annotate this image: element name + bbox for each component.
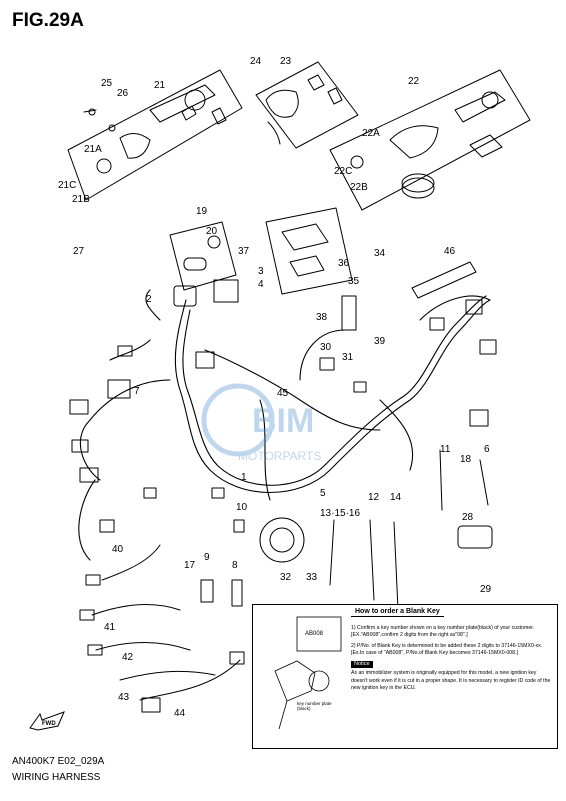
note-step-2: 2) P/No. of Blank Key is determined to b… (351, 643, 543, 657)
svg-text:MOTORPARTS: MOTORPARTS (238, 449, 321, 463)
ecu-box-34 (265, 207, 353, 295)
callout-22b: 22B (350, 182, 368, 193)
callout-7: 7 (134, 386, 140, 397)
callout-21b: 21B (72, 194, 90, 205)
callout-28: 28 (462, 512, 474, 523)
callout-42: 42 (122, 652, 134, 663)
callout-14: 14 (390, 492, 402, 503)
callout-43: 43 (118, 692, 130, 703)
figure-code: AN400K7 E02_029A (12, 756, 105, 767)
callout-46: 46 (444, 246, 456, 257)
callout-labels: 21 21A 21B 21C 25 26 27 24 23 22 22A 22B… (58, 56, 492, 719)
callout-21a: 21A (84, 144, 102, 155)
callout-38: 38 (316, 312, 328, 323)
notice-text: As an immobilizer system is originally e… (351, 670, 551, 691)
callout-29: 29 (480, 584, 492, 595)
callout-2: 2 (146, 294, 152, 305)
callout-19: 19 (196, 206, 208, 217)
note-heading: How to order a Blank Key (351, 607, 444, 617)
callout-4: 4 (258, 279, 264, 290)
note-step-1: 1) Confirm a key number shown on a key n… (351, 625, 535, 639)
callout-23: 23 (280, 56, 292, 67)
callout-40: 40 (112, 544, 124, 555)
watermark-logo: BIM MOTORPARTS (201, 383, 321, 463)
callout-34: 34 (374, 248, 386, 259)
relay-box-19 (169, 221, 237, 291)
figure-title: FIG.29A (12, 10, 84, 31)
callout-39: 39 (374, 336, 386, 347)
svg-text:FWD: FWD (42, 721, 56, 727)
callout-24: 24 (250, 56, 262, 67)
connectors (69, 279, 497, 533)
callout-1: 1 (241, 472, 247, 483)
ignition-switch-kit-box-21 (67, 69, 243, 201)
callout-8: 8 (232, 560, 238, 571)
figure-name: WIRING HARNESS (12, 772, 101, 783)
main-harness-1 (78, 289, 491, 561)
callout-20: 20 (206, 226, 218, 237)
svg-text:BIM: BIM (252, 402, 314, 440)
notice-label: Notice (351, 661, 373, 669)
callout-6: 6 (484, 444, 490, 455)
key-plate-label: key number plate (black) (297, 701, 332, 712)
callout-11: 11 (440, 444, 451, 455)
callout-13-15-16: 13·15·16 (320, 508, 360, 519)
callout-21c: 21C (58, 180, 76, 191)
callout-22c: 22C (334, 166, 352, 177)
handlebar-switch-box-23 (255, 61, 359, 149)
callout-35: 35 (348, 276, 360, 287)
callout-12: 12 (368, 492, 380, 503)
blank-key-note: How to order a Blank Key AB008 key numbe… (252, 604, 558, 749)
horn-32 (259, 517, 305, 563)
callout-27: 27 (73, 246, 85, 257)
callout-32: 32 (280, 572, 292, 583)
sub-harnesses (79, 544, 245, 713)
callout-9: 9 (204, 552, 210, 563)
switch-kit-box-22 (329, 69, 531, 211)
forward-arrow-icon: FWD (29, 711, 65, 731)
callout-5: 5 (320, 488, 326, 499)
callout-30: 30 (320, 342, 332, 353)
note-body: 1) Confirm a key number shown on a key n… (351, 625, 551, 696)
small-parts (200, 295, 493, 611)
callout-37: 37 (238, 246, 250, 257)
svg-text:AB008: AB008 (305, 631, 324, 637)
callout-22: 22 (408, 76, 420, 87)
callout-3: 3 (258, 266, 264, 277)
callout-22a: 22A (362, 128, 380, 139)
callout-36: 36 (338, 258, 350, 269)
callout-33: 33 (306, 572, 318, 583)
callout-26: 26 (117, 88, 129, 99)
callout-31: 31 (342, 352, 354, 363)
callout-25: 25 (101, 78, 113, 89)
callout-17: 17 (184, 560, 196, 571)
key-illustration: AB008 (274, 616, 342, 730)
label-strip-46 (411, 261, 477, 299)
callout-10: 10 (236, 502, 248, 513)
callout-18: 18 (460, 454, 472, 465)
callout-21: 21 (154, 80, 166, 91)
callout-45: 45 (277, 388, 289, 399)
callout-44: 44 (174, 708, 186, 719)
callout-41: 41 (104, 622, 116, 633)
